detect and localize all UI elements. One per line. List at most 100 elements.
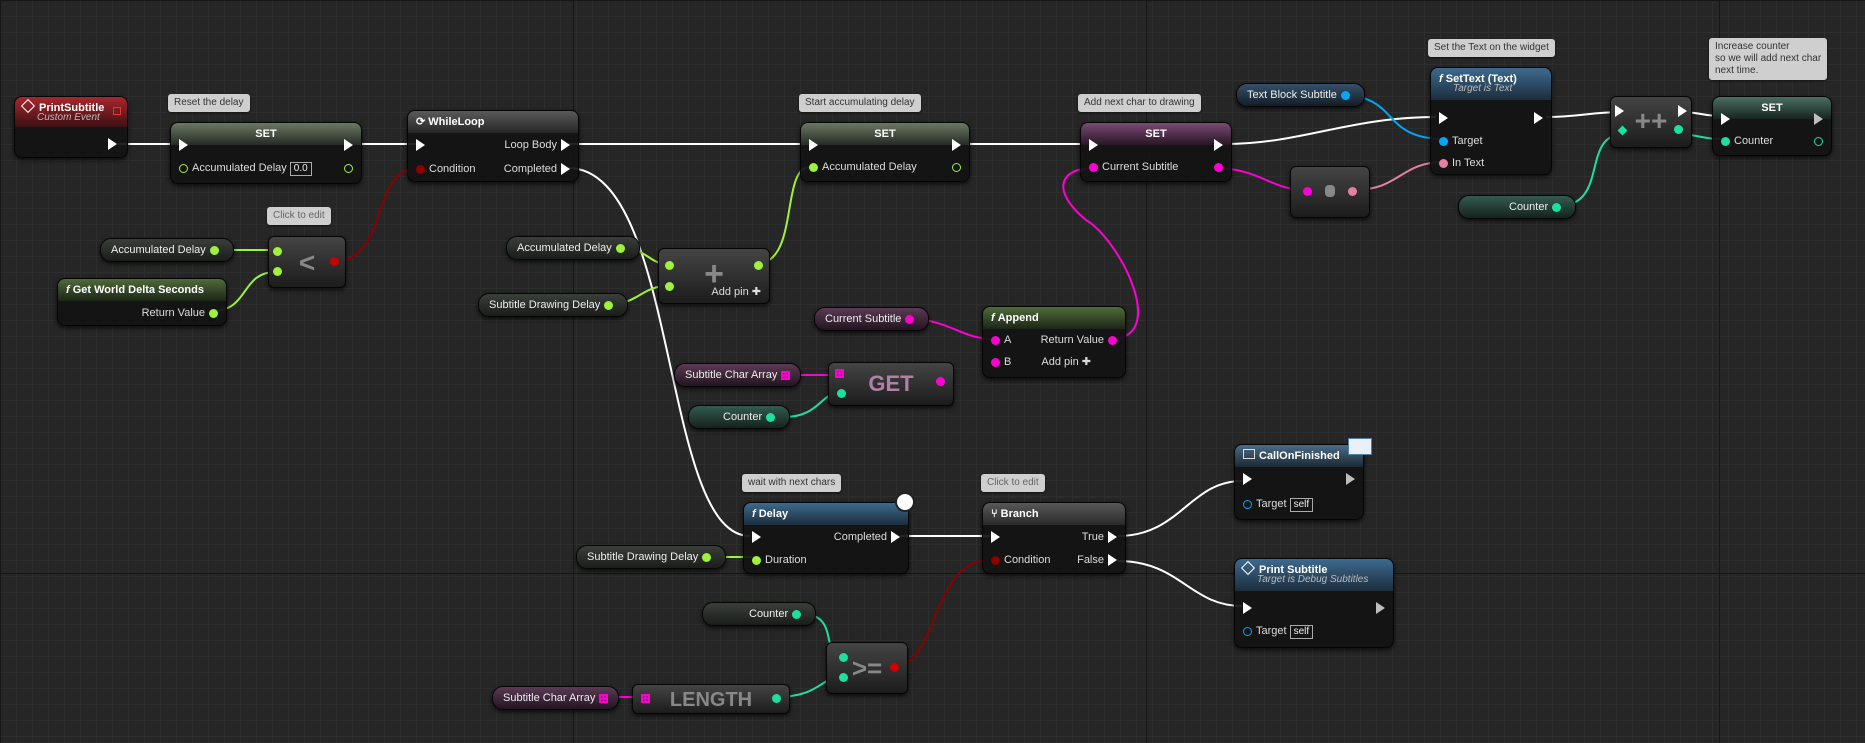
comment-increase-counter[interactable]: Increase counter so we will add next cha… [1709, 38, 1828, 80]
comment-start-accumulating[interactable]: Start accumulating delay [799, 94, 921, 112]
self-value[interactable]: self [1289, 498, 1314, 512]
current-subtitle-getter[interactable]: Current Subtitle [814, 307, 930, 331]
comment-wait-next-chars[interactable]: wait with next chars [742, 474, 842, 492]
array-in-pin[interactable] [641, 694, 650, 703]
subtitle-char-array-getter[interactable]: Subtitle Char Array [674, 363, 802, 387]
completed-exec-pin[interactable] [891, 531, 900, 544]
exec-in-pin[interactable] [1243, 473, 1252, 486]
array-pin-icon[interactable] [781, 370, 791, 380]
string-in-pin[interactable] [1089, 162, 1098, 172]
int-out-pin[interactable] [772, 694, 781, 703]
int-out-pin[interactable] [1674, 125, 1683, 134]
exec-in-pin[interactable] [1439, 112, 1448, 125]
exec-out-pin[interactable] [1814, 113, 1823, 126]
settext-function-node[interactable]: f SetText (Text) Target is Text Target I… [1430, 67, 1552, 175]
print-subtitle-call-node[interactable]: Print Subtitle Target is Debug Subtitles… [1234, 558, 1394, 648]
exec-out-pin[interactable] [952, 139, 961, 152]
completed-exec-pin[interactable] [561, 163, 570, 176]
exec-in-pin[interactable] [752, 531, 761, 544]
exec-in-pin[interactable] [179, 139, 188, 152]
exec-in-pin[interactable] [1243, 602, 1252, 615]
branch-node[interactable]: ⑂ Branch True Condition False [982, 502, 1126, 574]
subtitle-drawing-delay-getter[interactable]: Subtitle Drawing Delay [478, 293, 629, 317]
add-pin-button[interactable]: Add pin ✚ [1041, 356, 1091, 368]
bool-out-pin[interactable] [330, 257, 339, 266]
set-counter-node[interactable]: SET Counter [1712, 96, 1832, 156]
int-out-pin[interactable] [766, 412, 776, 422]
comment-reset-delay[interactable]: Reset the delay [168, 94, 250, 112]
greater-equal-node[interactable]: >= [826, 642, 908, 694]
float-in-pin-b[interactable] [665, 282, 674, 291]
exec-in-pin[interactable] [1615, 105, 1624, 117]
float-out-pin[interactable] [702, 552, 712, 562]
float-in-pin-b[interactable] [273, 267, 282, 276]
exec-in-pin[interactable] [1721, 113, 1730, 126]
array-in-pin[interactable] [835, 369, 844, 378]
string-a-pin[interactable] [991, 335, 1000, 345]
int-in-pin[interactable] [1721, 136, 1730, 146]
set-current-subtitle-node[interactable]: SET Current Subtitle [1080, 122, 1232, 182]
comment-click-to-edit-1[interactable]: Click to edit [267, 207, 331, 225]
target-object-pin[interactable] [1439, 136, 1448, 146]
subtitle-char-array-getter-2[interactable]: Subtitle Char Array [492, 686, 620, 710]
subtitle-drawing-delay-getter-2[interactable]: Subtitle Drawing Delay [576, 545, 727, 569]
float-out-pin[interactable] [209, 308, 218, 318]
counter-getter-gte[interactable]: Counter [702, 602, 817, 626]
exec-in-pin[interactable] [809, 139, 818, 152]
counter-getter-get[interactable]: Counter [688, 405, 791, 429]
target-pin[interactable] [1243, 499, 1252, 509]
duration-float-pin[interactable] [752, 555, 761, 565]
string-out-pin[interactable] [1108, 335, 1117, 345]
float-out-pin[interactable] [209, 245, 219, 255]
set-accumulated-delay-node[interactable]: SET Accumulated Delay [800, 122, 970, 182]
exec-out-pin[interactable] [1214, 139, 1223, 152]
text-out-pin[interactable] [1348, 187, 1357, 196]
get-world-delta-seconds-node[interactable]: f Get World Delta Seconds Return Value [57, 278, 227, 326]
text-block-subtitle-getter[interactable]: Text Block Subtitle [1236, 83, 1365, 107]
exec-out-pin[interactable] [108, 138, 117, 151]
counter-getter-top[interactable]: Counter [1458, 195, 1577, 219]
exec-in-pin[interactable] [1089, 139, 1098, 152]
string-out-pin[interactable] [905, 314, 915, 324]
float-out-pin[interactable] [344, 163, 353, 173]
less-than-node[interactable]: < [268, 236, 346, 288]
accumulated-delay-getter-2[interactable]: Accumulated Delay [506, 236, 640, 260]
exec-out-pin[interactable] [1376, 602, 1385, 615]
exec-out-pin[interactable] [344, 139, 353, 152]
array-get-node[interactable]: GET [828, 362, 954, 406]
exec-in-pin[interactable] [416, 139, 425, 152]
int-out-pin[interactable] [1552, 202, 1562, 212]
string-in-pin[interactable] [1303, 187, 1312, 196]
comment-set-text[interactable]: Set the Text on the widget [1428, 39, 1555, 57]
condition-bool-pin[interactable] [416, 164, 425, 174]
add-float-node[interactable]: + Add pin ✚ [658, 248, 770, 304]
target-pin[interactable] [1243, 626, 1252, 636]
comment-click-to-edit-2[interactable]: Click to edit [981, 474, 1045, 492]
string-out-pin[interactable] [936, 377, 945, 386]
loop-body-exec-pin[interactable] [561, 139, 570, 152]
object-out-pin[interactable] [1340, 90, 1350, 100]
condition-bool-pin[interactable] [991, 555, 1000, 565]
float-out-pin[interactable] [615, 243, 625, 253]
comment-add-next-char[interactable]: Add next char to drawing [1078, 94, 1201, 112]
self-value[interactable]: self [1289, 625, 1314, 639]
float-out-pin[interactable] [604, 300, 614, 310]
float-in-pin[interactable] [179, 163, 188, 173]
false-exec-pin[interactable] [1108, 554, 1117, 567]
accumulated-delay-getter[interactable]: Accumulated Delay [100, 238, 234, 262]
append-function-node[interactable]: f Append A Return Value B Add pin ✚ [982, 306, 1126, 378]
while-loop-node[interactable]: ⟳ WhileLoop Loop Body Condition Complete… [407, 110, 579, 182]
float-in-pin[interactable] [809, 162, 818, 172]
float-out-pin[interactable] [952, 162, 961, 172]
true-exec-pin[interactable] [1108, 531, 1117, 544]
float-out-pin[interactable] [754, 261, 763, 270]
string-b-pin[interactable] [991, 357, 1000, 367]
exec-out-pin[interactable] [1534, 112, 1543, 125]
int-out-pin[interactable] [1814, 136, 1823, 146]
print-subtitle-event-node[interactable]: PrintSubtitle Custom Event [14, 96, 128, 158]
index-in-pin[interactable] [837, 389, 846, 398]
delay-function-node[interactable]: f Delay Completed Duration [743, 502, 909, 574]
exec-in-pin[interactable] [991, 531, 1000, 544]
